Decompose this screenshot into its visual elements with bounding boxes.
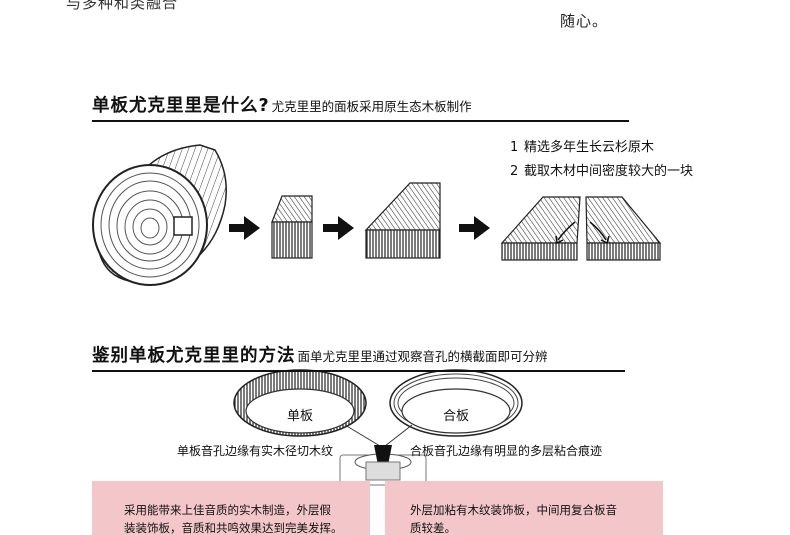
wood-plank-illustration xyxy=(364,182,441,259)
solid-description-box: 采用能带来上佳音质的实木制造，外层假 装装饰板，音质和共鸣效果达到完美发挥。 xyxy=(92,481,370,535)
laminate-description-box: 外层加粘有木纹装饰板，中间用复合板音 质较差。 xyxy=(385,481,663,535)
solid-caption: 单板音孔边缘有实木径切木纹 xyxy=(177,444,334,458)
laminate-disc-label: 合板 xyxy=(443,409,469,424)
section-identify-subtitle: 面单尤克里里通过观察音孔的横截面即可分辨 xyxy=(297,349,548,364)
wood-block-illustration xyxy=(271,195,313,259)
section-what-is-subtitle: 尤克里里的面板采用原生态木板制作 xyxy=(271,99,472,114)
section-identify-header: 鉴别单板尤克里里的方法面单尤克里里通过观察音孔的横截面即可分辨 xyxy=(92,342,625,372)
top-right-text: 随心。 xyxy=(560,12,609,30)
top-cut-text: 与多种和类融合 xyxy=(66,0,179,12)
arrow-right-icon xyxy=(459,216,490,240)
sight-line-right xyxy=(384,424,413,447)
section-identify-title: 鉴别单板尤克里里的方法 xyxy=(92,346,296,366)
arrow-right-icon xyxy=(323,216,354,240)
magnifier-icon xyxy=(339,445,427,486)
split-boards-illustration xyxy=(500,196,662,261)
section-what-is-title: 单板尤克里里是什么? xyxy=(92,96,270,116)
arrow-right-icon xyxy=(229,216,260,240)
laminate-caption: 合板音孔边缘有明显的多层粘合痕迹 xyxy=(410,444,603,458)
log-illustration xyxy=(92,144,227,286)
sight-line-left xyxy=(344,424,381,447)
solid-disc-label: 单板 xyxy=(287,409,313,424)
section-what-is-header: 单板尤克里里是什么?尤克里里的面板采用原生态木板制作 xyxy=(92,92,629,122)
